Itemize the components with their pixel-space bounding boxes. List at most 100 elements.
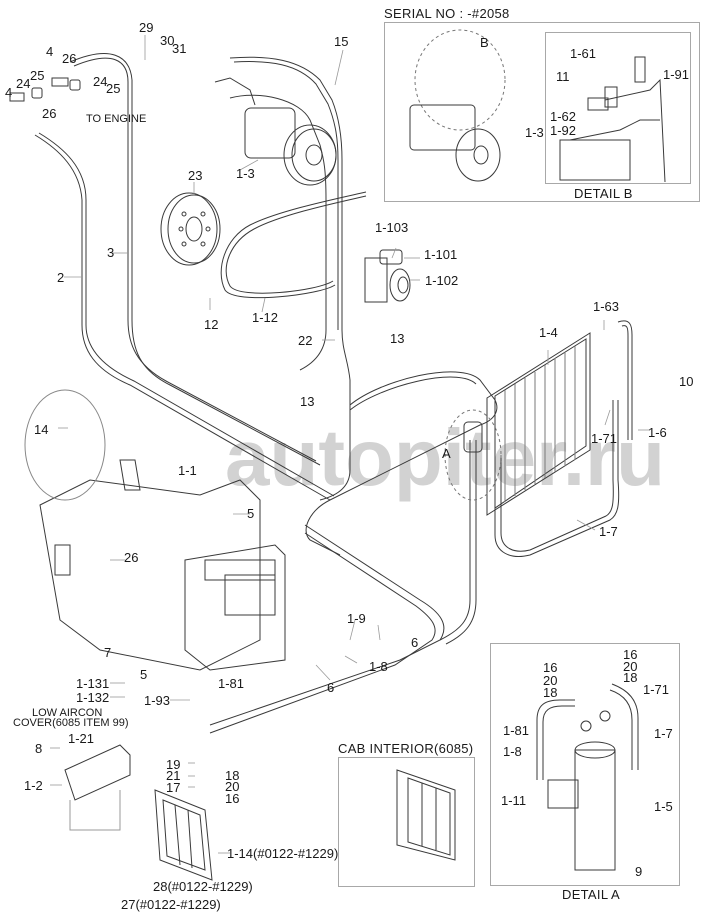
callout-1-8: 1-8	[369, 659, 388, 674]
label-1-62: 1-62	[550, 109, 577, 124]
callout-1-101: 1-101	[424, 247, 458, 262]
callout-15: 15	[334, 34, 349, 49]
callout-1-103: 1-103	[375, 220, 409, 235]
label-20-b: 20	[623, 659, 638, 674]
callout-17: 17	[166, 780, 181, 795]
tensioner-1-101	[364, 249, 411, 303]
label-1-5: 1-5	[654, 799, 673, 814]
callout-30: 30	[160, 33, 175, 48]
cover-1-14	[154, 789, 213, 881]
label-1-3-detail: 1-3	[525, 125, 544, 140]
callout-8: 8	[35, 741, 43, 756]
callout-18: 18	[225, 768, 240, 783]
callout-1-93: 1-93	[144, 693, 171, 708]
callout-26-mid: 26	[124, 550, 139, 565]
callout-1-21: 1-21	[68, 731, 95, 746]
callout-13-left: 13	[300, 394, 315, 409]
label-1-91: 1-91	[663, 67, 690, 82]
label-1-8-a: 1-8	[503, 744, 522, 759]
hose-2	[34, 134, 331, 501]
hose-1-7	[494, 400, 620, 557]
label-18-a: 18	[543, 685, 558, 700]
label-1-7-a: 1-7	[654, 726, 673, 741]
callout-22: 22	[298, 333, 313, 348]
callout-5-bottom: 5	[140, 667, 148, 682]
detail-a-frame	[490, 643, 680, 886]
callout-1-2: 1-2	[24, 778, 43, 793]
callout-1-14: 1-14(#0122-#1229)	[227, 846, 339, 861]
callout-14: 14	[34, 422, 49, 437]
label-1-61: 1-61	[570, 46, 597, 61]
detail-a-caption: DETAIL A	[562, 887, 621, 902]
fitting-4-right	[51, 77, 81, 91]
control-panel-1-21	[64, 744, 131, 831]
callout-6-left: 6	[327, 680, 335, 695]
label-11: 11	[556, 69, 570, 84]
detail-b-drawing	[409, 56, 666, 183]
callout-26-top: 26	[62, 51, 77, 66]
serial-heading: SERIAL NO : -#2058	[384, 6, 510, 21]
pipe-discharge	[229, 94, 327, 371]
detail-b-caption: DETAIL B	[574, 186, 633, 201]
callout-23: 23	[188, 168, 203, 183]
note-low-aircon-1: LOW AIRCON	[32, 707, 103, 719]
callout-1-63: 1-63	[593, 299, 620, 314]
note-to-engine: TO ENGINE	[86, 113, 147, 125]
callout-28: 28(#0122-#1229)	[153, 879, 253, 894]
callout-b: B	[480, 35, 489, 50]
callout-6-right: 6	[411, 635, 419, 650]
callout-31: 31	[172, 41, 187, 56]
callout-25-right: 25	[106, 81, 121, 96]
callout-1-132: 1-132	[76, 690, 110, 705]
callout-16: 16	[225, 791, 240, 806]
callout-1-102: 1-102	[425, 273, 459, 288]
hose-1-8	[209, 532, 436, 734]
callout-7: 7	[104, 645, 112, 660]
callout-10: 10	[679, 374, 694, 389]
detail-b-frame	[545, 32, 691, 184]
fitting-4-left	[9, 87, 43, 102]
callout-4-top: 4	[46, 44, 54, 59]
label-16-b: 16	[623, 647, 638, 662]
label-1-11: 1-11	[501, 793, 527, 808]
belt-1-12	[220, 191, 367, 299]
callout-27: 27(#0122-#1229)	[121, 897, 221, 912]
condenser-1-4	[486, 332, 591, 516]
label-20-a: 20	[543, 673, 558, 688]
compressor-1-3	[214, 77, 337, 186]
callout-1-131: 1-131	[76, 676, 110, 691]
evaporator-unit-1-1	[39, 459, 286, 671]
label-1-92: 1-92	[550, 123, 577, 138]
callout-26-left: 26	[42, 106, 57, 121]
callout-13-right: 13	[390, 331, 405, 346]
hose-1-6	[617, 320, 633, 440]
watermark-text: autopiter.ru	[225, 413, 666, 502]
pulley-23	[160, 192, 218, 266]
callout-5-top: 5	[247, 506, 255, 521]
callout-a: A	[442, 446, 451, 461]
callout-1-4: 1-4	[539, 325, 558, 340]
cab-interior-frame	[338, 757, 475, 887]
callout-2: 2	[57, 270, 65, 285]
hose-3	[69, 53, 321, 466]
callout-21: 21	[166, 768, 181, 783]
callout-19: 19	[166, 757, 181, 772]
hose-1-9	[209, 524, 445, 726]
label-1-81-a: 1-81	[503, 723, 530, 738]
note-low-aircon-2: COVER(6085 ITEM 99)	[13, 717, 129, 729]
callout-25-left: 25	[30, 68, 45, 83]
callout-1-71: 1-71	[591, 431, 618, 446]
label-1-71-a: 1-71	[643, 682, 670, 697]
callout-29: 29	[139, 20, 154, 35]
callout-4-left: 4	[5, 85, 13, 100]
serial-detail-frame	[384, 22, 700, 202]
callout-12: 12	[204, 317, 219, 332]
callout-1-12: 1-12	[252, 310, 279, 325]
callout-20: 20	[225, 779, 240, 794]
callout-24-right: 24	[93, 74, 108, 89]
cab-interior-cover	[396, 769, 456, 861]
callout-3: 3	[107, 245, 115, 260]
detail-a-drawing	[536, 683, 639, 871]
callout-1-1: 1-1	[178, 463, 197, 478]
